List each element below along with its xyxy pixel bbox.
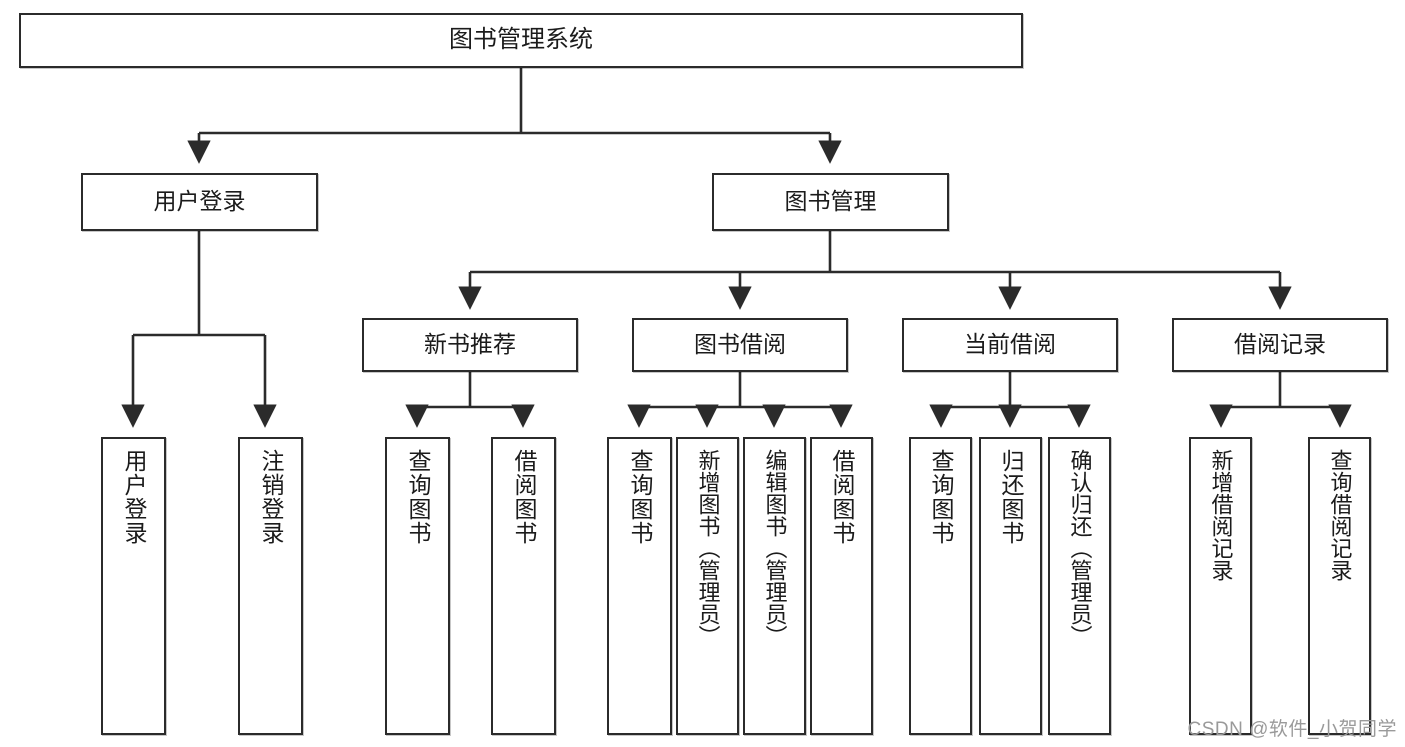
- node-label: 图书借阅: [694, 331, 786, 358]
- leaf-query-book-borrow[interactable]: 查询图书: [607, 437, 672, 735]
- leaf-borrow-book-recommend[interactable]: 借阅图书: [491, 437, 556, 735]
- watermark-text: CSDN @软件_小贺同学: [1187, 719, 1397, 740]
- leaf-return-book[interactable]: 归还图书: [979, 437, 1042, 735]
- node-user-login[interactable]: 用户登录: [81, 173, 318, 231]
- node-label: 借阅记录: [1234, 331, 1326, 358]
- node-label: 编辑图书（管理员）: [762, 449, 788, 647]
- node-label: 新书推荐: [424, 331, 516, 358]
- node-root-system[interactable]: 图书管理系统: [19, 13, 1023, 68]
- leaf-borrow-book[interactable]: 借阅图书: [810, 437, 873, 735]
- node-label: 查询借阅记录: [1327, 449, 1353, 581]
- node-label: 查询图书: [928, 449, 954, 545]
- node-label: 注销登录: [258, 449, 284, 545]
- node-label: 确认归还（管理员）: [1067, 449, 1093, 647]
- leaf-add-book-admin[interactable]: 新增图书（管理员）: [676, 437, 739, 735]
- node-label: 用户登录: [121, 449, 147, 545]
- node-label: 归还图书: [998, 449, 1024, 545]
- node-label: 查询图书: [405, 449, 431, 545]
- node-label: 当前借阅: [964, 331, 1056, 358]
- leaf-query-book-recommend[interactable]: 查询图书: [385, 437, 450, 735]
- node-label: 图书管理系统: [449, 26, 593, 54]
- node-label: 新增图书（管理员）: [695, 449, 721, 647]
- leaf-logout[interactable]: 注销登录: [238, 437, 303, 735]
- leaf-add-borrow-record[interactable]: 新增借阅记录: [1189, 437, 1252, 735]
- node-label: 新增借阅记录: [1208, 449, 1234, 581]
- leaf-confirm-return-admin[interactable]: 确认归还（管理员）: [1048, 437, 1111, 735]
- leaf-query-book-current[interactable]: 查询图书: [909, 437, 972, 735]
- leaf-user-login[interactable]: 用户登录: [101, 437, 166, 735]
- node-current-borrow[interactable]: 当前借阅: [902, 318, 1118, 372]
- leaf-edit-book-admin[interactable]: 编辑图书（管理员）: [743, 437, 806, 735]
- node-label: 图书管理: [784, 188, 877, 215]
- node-borrow-records[interactable]: 借阅记录: [1172, 318, 1388, 372]
- node-label: 查询图书: [627, 449, 653, 545]
- node-label: 借阅图书: [829, 449, 855, 545]
- node-book-management[interactable]: 图书管理: [712, 173, 949, 231]
- node-new-book-recommend[interactable]: 新书推荐: [362, 318, 578, 372]
- node-label: 借阅图书: [511, 449, 537, 545]
- leaf-query-borrow-record[interactable]: 查询借阅记录: [1308, 437, 1371, 735]
- node-book-borrow[interactable]: 图书借阅: [632, 318, 848, 372]
- node-label: 用户登录: [153, 188, 246, 215]
